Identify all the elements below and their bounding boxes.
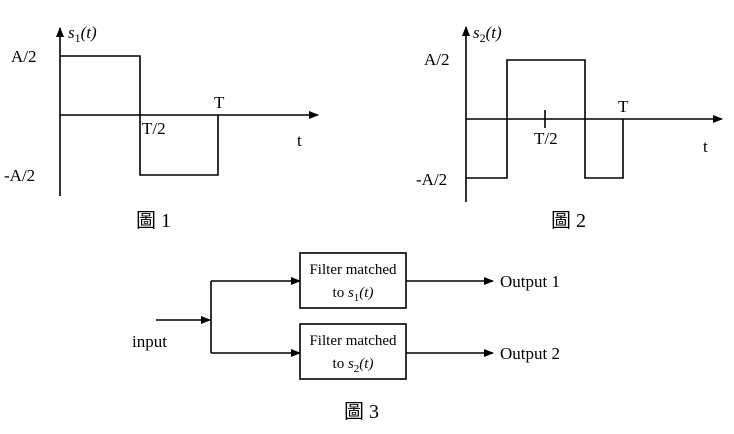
input-label: input	[132, 332, 167, 351]
fig1-title: s1(t)	[68, 23, 97, 45]
fig2-x-half-label: T/2	[534, 129, 558, 148]
fig2-x-full-label: T	[618, 97, 629, 116]
output-2-label: Output 2	[500, 344, 560, 363]
fig1-y-low-label: -A/2	[4, 166, 35, 185]
filter-1-line2: to s1(t)	[333, 285, 374, 304]
fig2-title: s2(t)	[473, 23, 502, 45]
fig1-y-high-label: A/2	[11, 47, 37, 66]
filter-2-box	[299, 323, 407, 380]
figure-3: input Filter matched to s1(t) Filter mat…	[132, 252, 560, 423]
output-1-label: Output 1	[500, 272, 560, 291]
fig1-x-axis-label: t	[297, 131, 302, 150]
filter-2-line2: to s2(t)	[333, 356, 374, 375]
fig1-x-half-label: T/2	[142, 119, 166, 138]
fig2-y-high-label: A/2	[424, 50, 450, 69]
fig3-caption: 圖 3	[344, 401, 379, 423]
figure-2: s2(t) A/2 -A/2 T/2 T t 圖 2	[416, 23, 723, 232]
filter-1-line1: Filter matched	[309, 262, 397, 278]
figure-1: s1(t) A/2 -A/2 T/2 T t 圖 1	[4, 23, 319, 232]
fig2-y-low-label: -A/2	[416, 170, 447, 189]
fig2-waveform	[466, 59, 624, 179]
fig1-x-full-label: T	[214, 93, 225, 112]
fig2-caption: 圖 2	[551, 210, 586, 232]
fig1-waveform	[60, 55, 219, 176]
fig1-caption: 圖 1	[136, 210, 171, 232]
filter-2-line1: Filter matched	[309, 333, 397, 349]
fig2-x-axis-label: t	[703, 137, 708, 156]
